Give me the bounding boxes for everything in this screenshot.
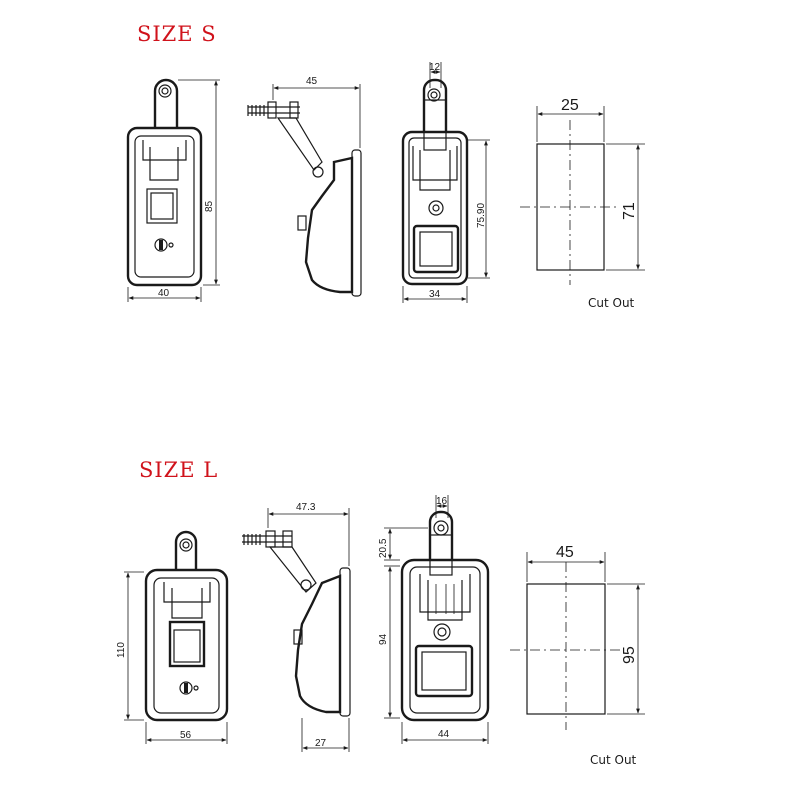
size-s-cutout: 25 71 Cut Out [520,97,645,310]
size-l-front-dims: 110 56 [116,571,228,744]
size-l-side-bottom: 27 [315,738,327,749]
size-l-front-view [144,530,229,722]
size-s-back-dims: 12 75.90 34 [402,62,490,303]
size-l-back-height: 94 [378,633,389,645]
size-l-front-width: 56 [180,730,192,741]
size-l-back-top: 16 [436,496,448,507]
size-s-cutout-height: 71 [621,202,638,220]
size-l-cutout-width: 45 [556,544,574,561]
size-s-front-width: 40 [158,288,170,299]
size-s-back-height: 75.90 [476,203,487,228]
size-l-back-offset: 20.5 [378,538,389,558]
size-l-side-dims: 47.3 27 [267,502,350,752]
size-s-side-view [247,101,362,297]
size-l-side-view [242,530,351,717]
size-s-cutout-width: 25 [561,97,579,114]
size-s-cutout-label: Cut Out [588,296,635,310]
size-s-back-width: 34 [429,289,441,300]
size-l-title: SIZE L [139,458,218,482]
size-s-front-view [126,78,203,287]
size-s-side-depth: 45 [306,76,318,87]
size-s-front-dims: 40 85 [127,79,220,302]
size-s-side-dims: 45 [272,76,361,148]
size-l-back-width: 44 [438,729,450,740]
size-s-back-top: 12 [429,62,441,73]
size-l-cutout-label: Cut Out [590,753,637,767]
size-l-back-view [400,510,490,722]
size-l-cutout: 45 95 Cut Out [510,544,645,767]
size-s-title: SIZE S [137,22,217,46]
size-s-back-view [401,78,469,286]
size-s-front-height: 85 [204,200,215,212]
size-l-back-dims: 16 20.5 94 44 [378,495,489,744]
size-l-cutout-height: 95 [621,646,638,664]
size-l-side-depth: 47.3 [296,502,316,513]
size-l-front-height: 110 [116,642,127,658]
